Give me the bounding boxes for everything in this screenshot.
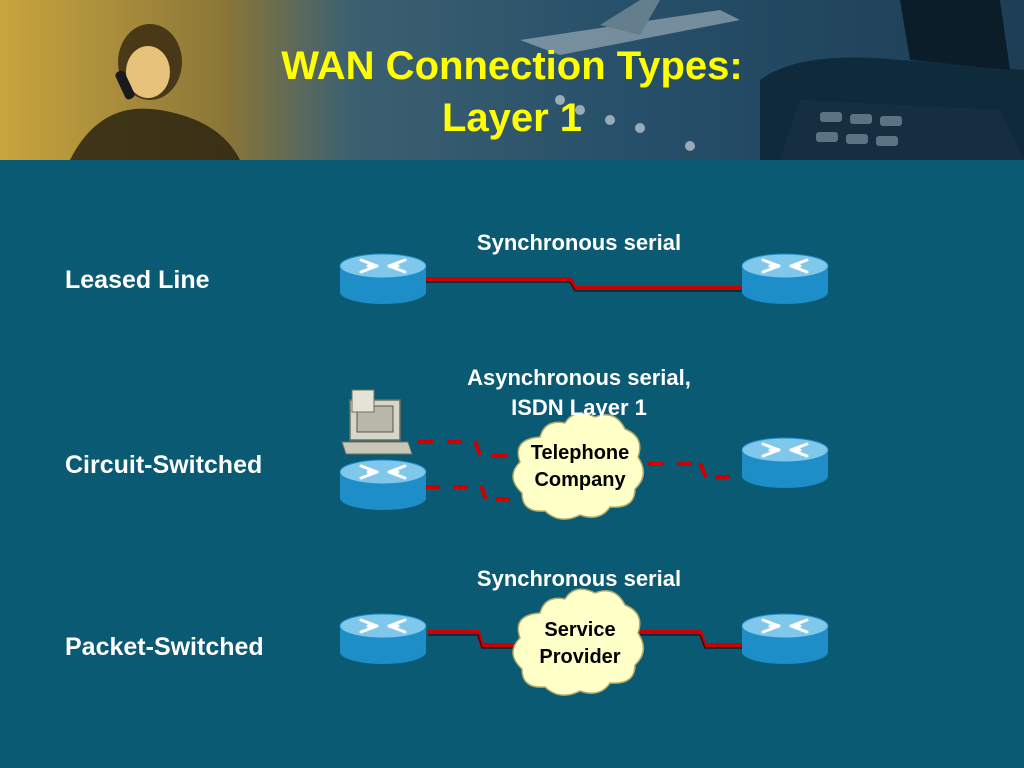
router-icon: [740, 436, 830, 490]
router-icon: [338, 458, 428, 512]
router-icon: [740, 252, 830, 306]
router-icon: [740, 612, 830, 666]
circuit-caption-line2: ISDN Layer 1: [511, 395, 647, 420]
row-label-circuit-switched: Circuit-Switched: [65, 451, 263, 479]
router-icon: [338, 612, 428, 666]
row-label-leased-line: Leased Line: [65, 266, 210, 294]
row-label-packet-switched: Packet-Switched: [65, 633, 264, 661]
circuit-dashed-links: [418, 440, 730, 501]
slide-subtitle: Layer 1: [441, 96, 583, 140]
leased-line-link: [425, 277, 745, 290]
banner-photo: [0, 0, 1024, 160]
header-banner: WAN Connection Types: Layer 1: [0, 0, 1024, 160]
packet-links: [428, 630, 745, 647]
pc-icon: [341, 389, 413, 455]
woman-on-phone-icon: [70, 24, 240, 160]
leased-line-caption: Synchronous serial: [476, 230, 682, 255]
packet-links-shadow: [428, 634, 745, 649]
telephone-company-label-line1: Telephone: [530, 442, 630, 464]
leased-line-link-shadow: [425, 281, 745, 292]
router-icon: [338, 252, 428, 306]
telephone-company-label-line2: Company: [534, 469, 626, 491]
content-panel: [0, 160, 1024, 768]
airplane-icon: [520, 0, 740, 55]
circuit-caption-line1: Asynchronous serial,: [467, 365, 691, 390]
phone-icon: [760, 0, 1024, 160]
service-provider-label-line2: Provider: [539, 646, 621, 668]
slide-title: WAN Connection Types:: [281, 44, 743, 88]
service-provider-label-line1: Service: [544, 619, 616, 641]
packet-caption: Synchronous serial: [476, 566, 682, 591]
